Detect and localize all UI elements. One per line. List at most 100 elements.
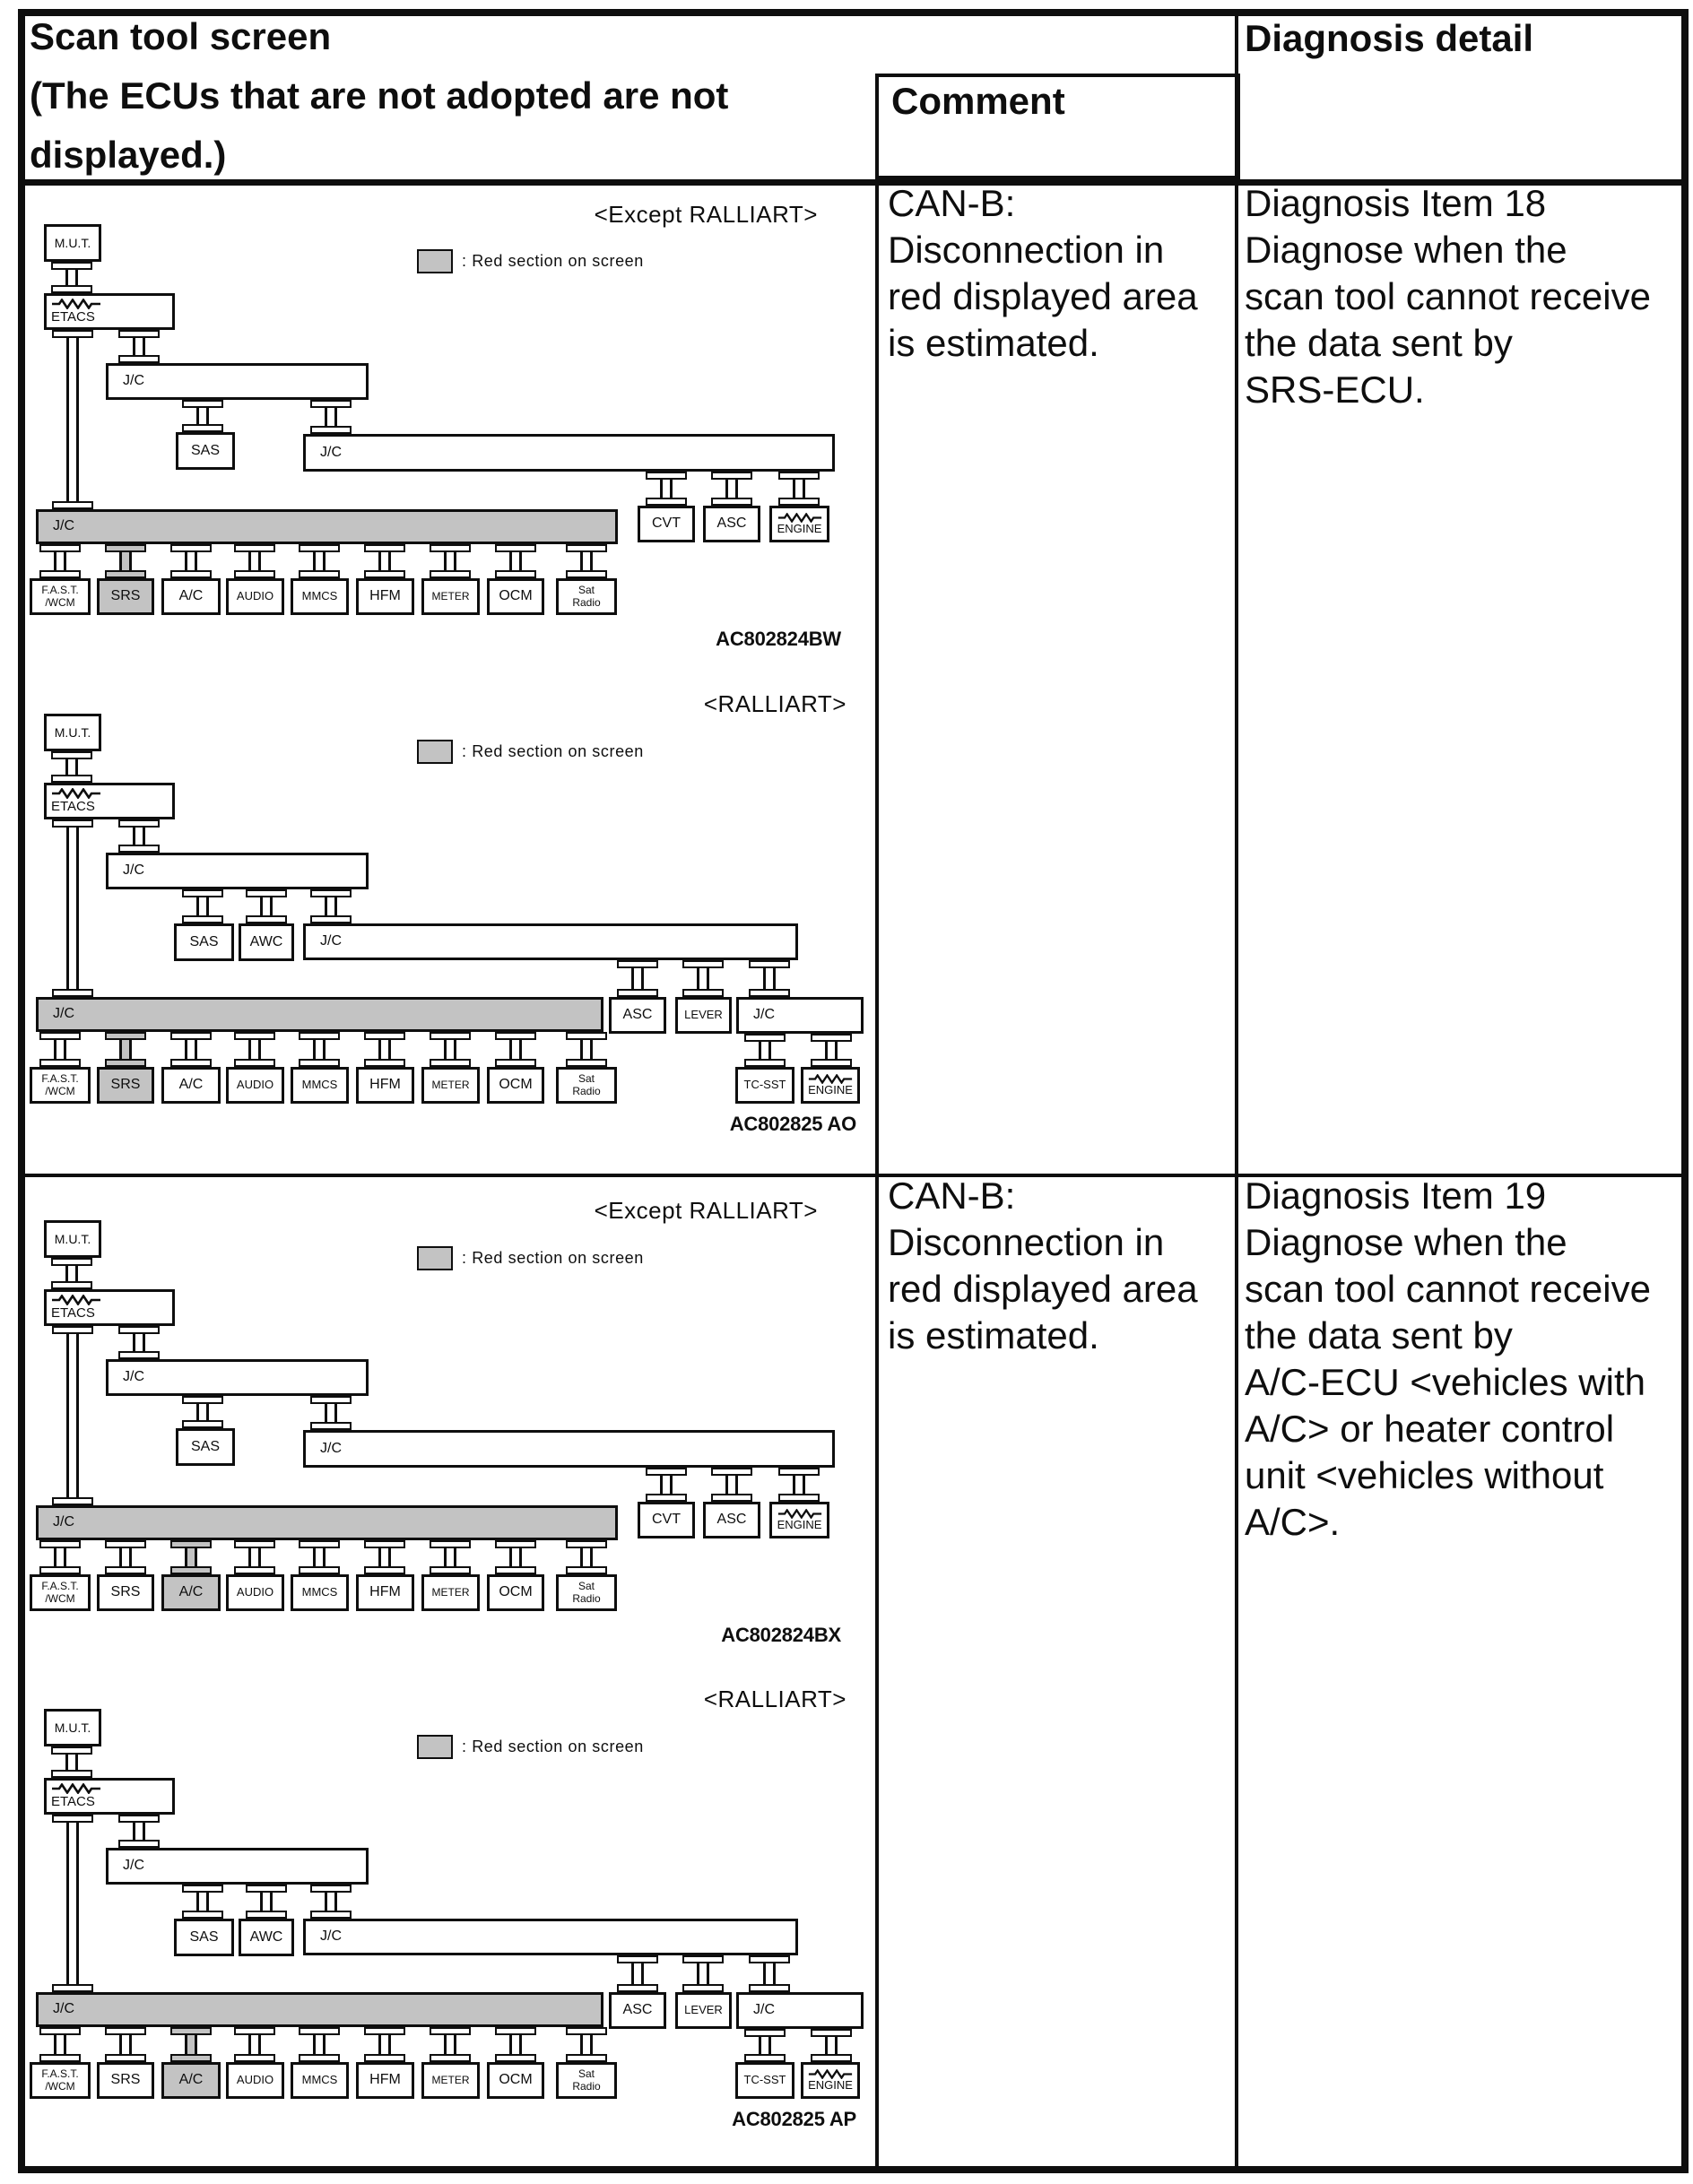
- bus-connector: [325, 406, 337, 428]
- bus-connector-bar: [566, 2027, 607, 2035]
- bus-connector-bar: [811, 1034, 852, 1042]
- bus-connector: [825, 2035, 838, 2056]
- bus-connector: [54, 2033, 66, 2056]
- bus-connector-bar: [430, 2027, 471, 2035]
- ecu-node-label: A/C: [178, 588, 204, 604]
- bus-connector: [248, 1547, 261, 1568]
- bus-connector-bar: [430, 544, 471, 552]
- bus-connector-bar: [39, 2054, 81, 2062]
- bus-connector-bar: [105, 2027, 146, 2035]
- ecu-node-label: METER: [431, 1078, 470, 1091]
- figure-code: AC802824BW: [716, 628, 841, 650]
- bus-connector-bar: [364, 1540, 405, 1548]
- ecu-node-asc: ASC: [609, 997, 666, 1034]
- ecu-node-label: M.U.T.: [54, 724, 91, 740]
- ecu-node-audio: AUDIO: [226, 578, 284, 615]
- ecu-node-label: HFM: [369, 588, 401, 604]
- ecu-node-label: MMCS: [301, 1585, 338, 1599]
- bus-connector: [580, 2033, 593, 2056]
- bus-connector-bar: [682, 1955, 724, 1963]
- ecu-node-label: MMCS: [301, 1078, 338, 1092]
- ecu-node-label: ASC: [716, 1512, 747, 1528]
- ecu-node-asc: ASC: [609, 1992, 666, 2029]
- ecu-node-ocm: OCM: [487, 1574, 544, 1611]
- bus-connector: [65, 268, 78, 287]
- ecu-node-srs: SRS: [97, 1574, 154, 1611]
- ecu-node-tc-sst: TC-SST: [735, 1067, 794, 1104]
- bus-connector-bar: [118, 845, 160, 853]
- bus-connector: [660, 478, 673, 499]
- bus-connector-bar: [118, 1840, 160, 1848]
- bus-connector-bar: [182, 1911, 223, 1919]
- bus-connector: [133, 1821, 145, 1842]
- ecu-node-label: SRS: [110, 1077, 141, 1093]
- ecu-node-label: Sat Radio: [572, 583, 601, 609]
- bus-connector-bar: [310, 915, 352, 923]
- bus-connector-bar: [118, 330, 160, 338]
- diagram-variant-label: <Except RALLIART>: [594, 1197, 818, 1224]
- bus-connector-bar: [246, 915, 287, 923]
- ecu-node-label: ASC: [622, 1007, 653, 1023]
- bus-connector-bar: [51, 1746, 92, 1755]
- bus-connector-bar: [234, 1032, 275, 1040]
- ecu-node-label: F.A.S.T. /WCM: [41, 2067, 79, 2093]
- bus-connector-bar: [310, 400, 352, 408]
- bus-connector-bar: [744, 1034, 786, 1042]
- ecu-node-label: Sat Radio: [572, 1071, 601, 1097]
- ecu-node-fast-wcm: F.A.S.T. /WCM: [30, 2062, 91, 2099]
- ecu-node-label: METER: [431, 1585, 470, 1599]
- ecu-node-label: J/C: [123, 1858, 144, 1874]
- bus-connector: [185, 1547, 197, 1568]
- bus-connector: [325, 896, 337, 917]
- ecu-node-label: A/C: [178, 1584, 204, 1600]
- bus-connector-bar: [234, 2054, 275, 2062]
- ecu-node-label: OCM: [499, 588, 533, 604]
- bus-connector-bar: [170, 2054, 212, 2062]
- comment-header-label: Comment: [891, 80, 1065, 122]
- ecu-node-srs: SRS: [97, 2062, 154, 2099]
- ecu-node-label: J/C: [53, 1514, 74, 1530]
- bus-connector: [325, 1402, 337, 1424]
- bus-connector-bar: [364, 2054, 405, 2062]
- ecu-node-mut: M.U.T.: [44, 1709, 101, 1746]
- bus-connector-bar: [170, 1032, 212, 1040]
- bus-connector-bar: [51, 775, 92, 783]
- bus-connector-bar: [495, 570, 536, 578]
- bus-connector-bar: [170, 1059, 212, 1067]
- ecu-node-hfm: HFM: [356, 1574, 414, 1611]
- bus-connector: [444, 1547, 456, 1568]
- bus-connector-bar: [105, 544, 146, 552]
- bus-connector: [66, 1821, 79, 1986]
- ecu-node-label: SRS: [110, 588, 141, 604]
- ecu-node-label: ASC: [716, 516, 747, 532]
- ecu-node-label: J/C: [123, 373, 144, 389]
- bus-connector-bar: [744, 2029, 786, 2037]
- bus-connector: [196, 406, 209, 426]
- bus-connector-bar: [682, 960, 724, 968]
- bus-connector-bar: [310, 1885, 352, 1893]
- bus-connector: [66, 1332, 79, 1499]
- bus-connector-bar: [646, 1494, 687, 1502]
- ecu-node-hfm: HFM: [356, 578, 414, 615]
- bus-connector: [793, 1474, 805, 1495]
- ecu-node-srs: SRS: [97, 578, 154, 615]
- ecu-node-ocm: OCM: [487, 578, 544, 615]
- ecu-node-label: ETACS: [51, 308, 95, 325]
- bus-connector-bar: [234, 544, 275, 552]
- diagram-variant-label: <RALLIART>: [703, 690, 846, 717]
- bus-connector-bar: [39, 544, 81, 552]
- bus-connector-bar: [711, 472, 752, 480]
- ecu-node-etacs: ETACS: [44, 1289, 175, 1326]
- ecu-node-jc-wide: J/C: [303, 1919, 798, 1955]
- ecu-node-jc-wide: J/C: [303, 923, 798, 960]
- bus-connector-bar: [617, 1955, 658, 1963]
- bus-connector-bar: [646, 472, 687, 480]
- ecu-node-label: ENGINE: [808, 1083, 853, 1097]
- ecu-node-label: TC-SST: [743, 1078, 786, 1092]
- bus-connector-bar: [495, 1032, 536, 1040]
- bus-connector-bar: [246, 889, 287, 897]
- bus-connector-bar: [364, 570, 405, 578]
- ecu-node-meter: METER: [421, 1067, 480, 1104]
- bus-connector-bar: [566, 2054, 607, 2062]
